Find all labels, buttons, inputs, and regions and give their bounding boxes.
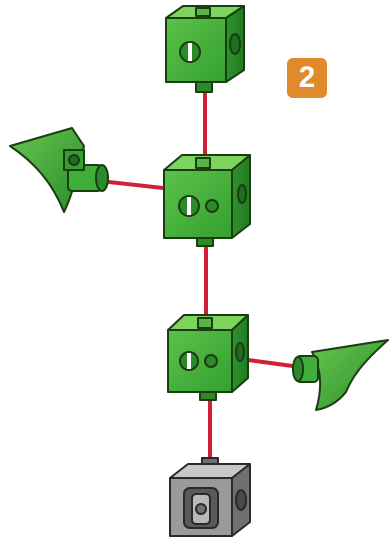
step-number-badge: 2 [287,58,327,98]
connector-right-flap [246,358,302,369]
left-flap-icon [9,127,109,213]
connector-lines [98,91,302,464]
connector-left-flap [98,179,165,190]
lower-block-icon [167,314,249,401]
top-block-icon [165,5,245,93]
gray-base-icon [169,457,251,537]
middle-block-icon [163,154,251,247]
right-flap-icon [292,339,389,411]
